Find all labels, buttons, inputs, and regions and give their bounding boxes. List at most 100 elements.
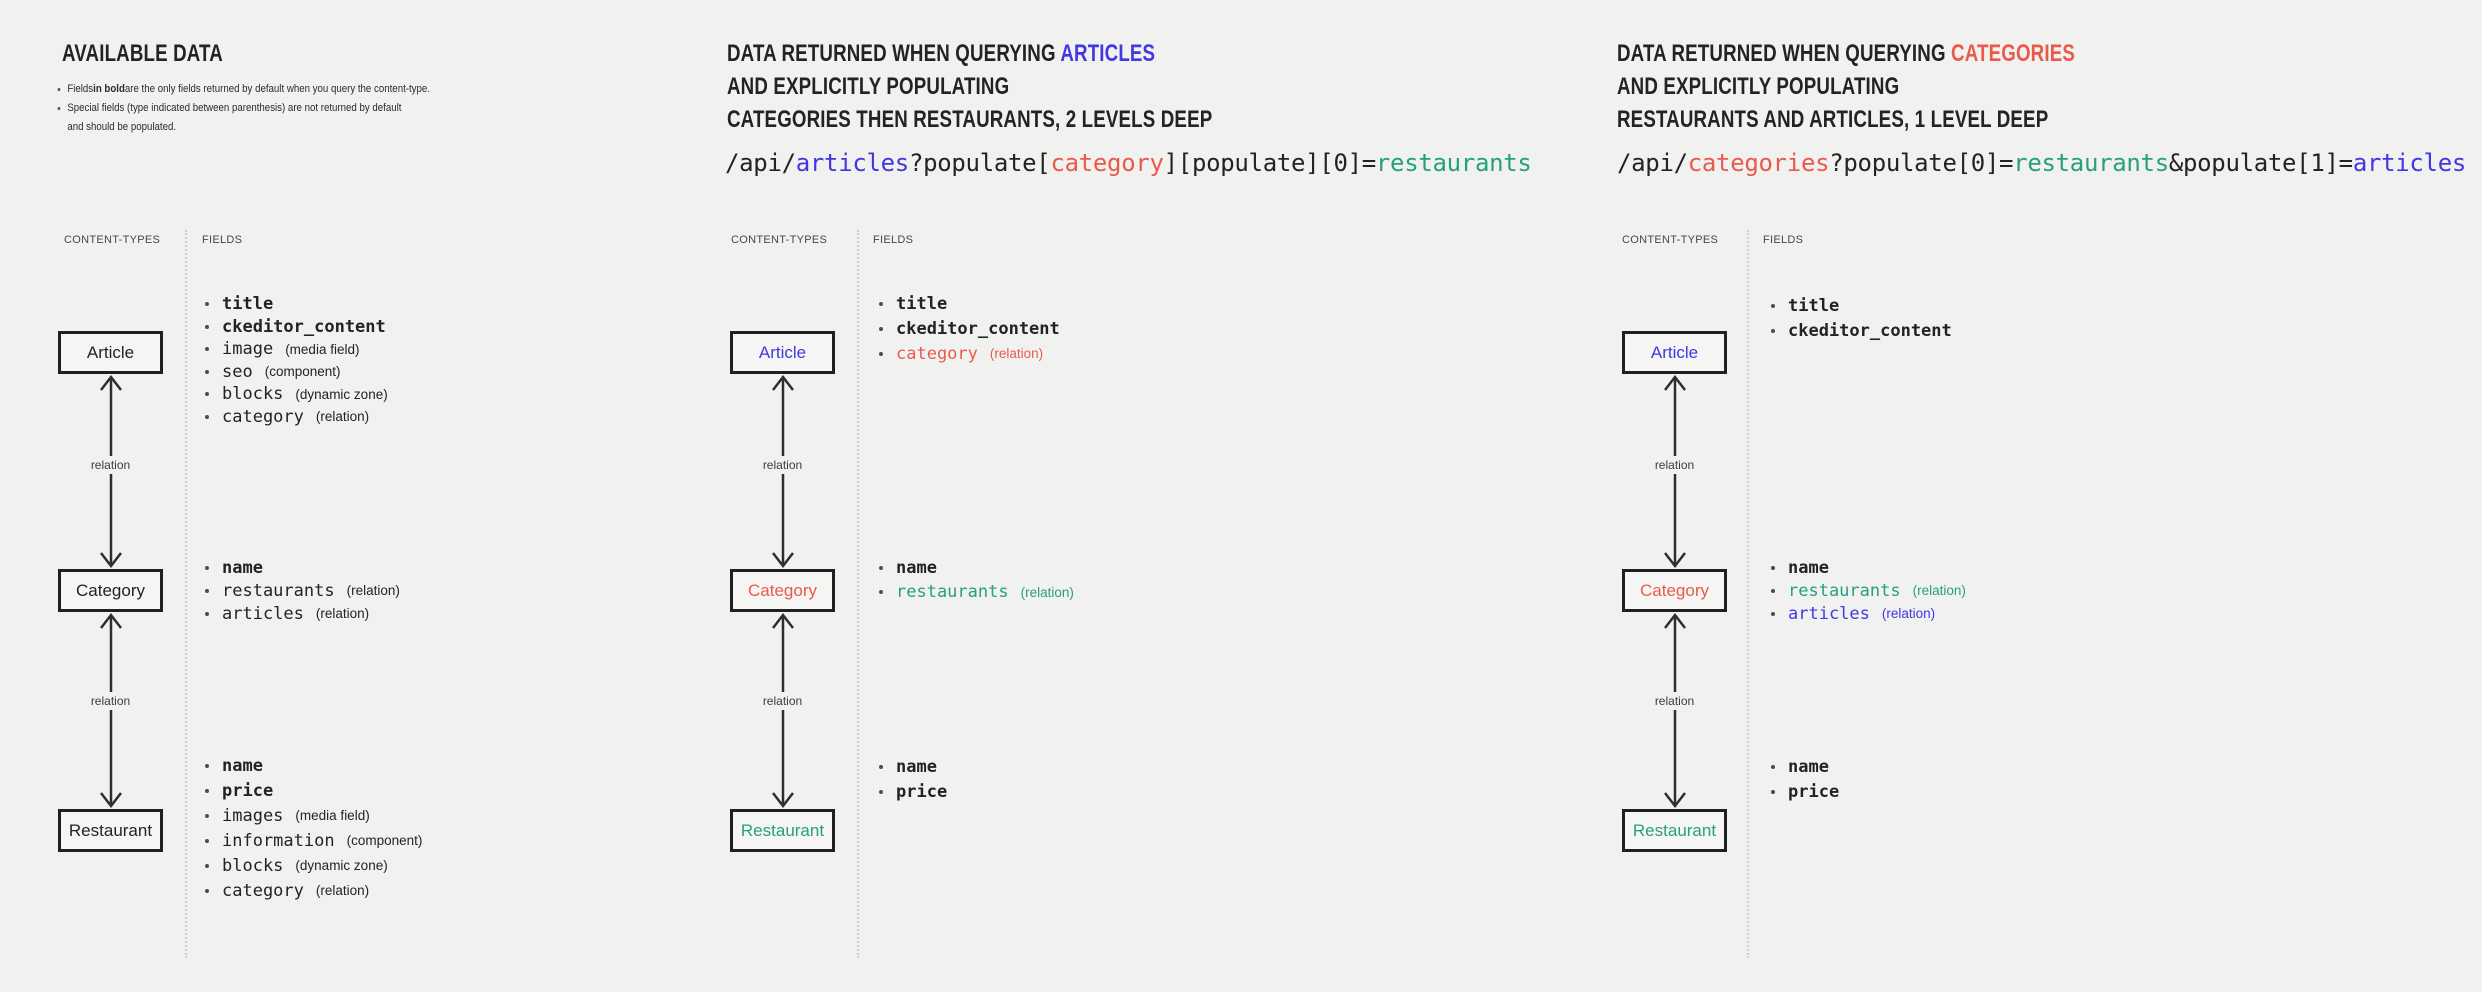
field-name: title [896, 293, 948, 314]
field-name: title [1788, 295, 1840, 316]
panel-title-line: RESTAURANTS AND ARTICLES, 1 LEVEL DEEP [1617, 103, 2075, 136]
api-url-segment: categories [1687, 149, 1830, 177]
field-name: images [222, 805, 284, 826]
relation-edge-label: relation [750, 692, 815, 710]
content-type-label: Article [758, 342, 807, 362]
field-name: name [1788, 756, 1829, 777]
bullet-icon [205, 838, 209, 843]
bullet-icon [1771, 328, 1775, 333]
field-name: price [1788, 781, 1840, 802]
bullet-icon [205, 369, 209, 374]
bullet-icon [1771, 611, 1775, 616]
field-item: name [205, 556, 400, 579]
content-type-label: Article [86, 342, 135, 362]
note-text: Special fields (type indicated between p… [67, 102, 402, 114]
relation-edge-label: relation [1642, 456, 1707, 474]
content-type-box-category: Category [1622, 569, 1727, 612]
note-text: are the only fields returned by default … [124, 83, 430, 95]
relation-arrow [99, 374, 122, 569]
field-item: restaurants(relation) [879, 580, 1074, 604]
field-item: articles(relation) [205, 602, 400, 625]
bullet-icon [1771, 764, 1775, 769]
panel-title-line: DATA RETURNED WHEN QUERYING ARTICLES [727, 37, 1212, 70]
panel-title-line: AND EXPLICITLY POPULATING [1617, 70, 2075, 103]
field-type: (relation) [1912, 583, 1966, 598]
content-types-header: CONTENT-TYPES [1622, 234, 1719, 246]
relation-arrow [771, 374, 794, 569]
fields-header: FIELDS [1763, 234, 1804, 246]
field-type: (media field) [295, 808, 370, 823]
field-item: name [879, 754, 947, 779]
field-type: (relation) [315, 606, 370, 621]
field-name: information [222, 830, 335, 851]
column-divider [857, 230, 859, 958]
field-item: category(relation) [205, 406, 388, 429]
field-item: ckeditor_content [1771, 318, 1952, 343]
field-item: image (media field) [205, 338, 388, 361]
relation-edge-label: relation [750, 456, 815, 474]
api-url-segment: articles [795, 149, 910, 177]
relation-edge-label: relation [1642, 692, 1707, 710]
field-type: (relation) [315, 883, 370, 898]
bullet-icon [205, 888, 209, 893]
field-item: name [1771, 754, 1839, 779]
field-name: ckeditor_content [222, 316, 386, 337]
bullet-icon [879, 764, 883, 769]
bullet-icon [205, 565, 209, 570]
field-item: category(relation) [879, 341, 1060, 366]
title-segment: AND EXPLICITLY POPULATING [1617, 73, 1900, 100]
bullet-icon [57, 107, 61, 110]
field-name: restaurants [1788, 580, 1901, 601]
bullet-icon [879, 301, 883, 306]
field-type: (media field) [285, 341, 360, 357]
bullet-icon [879, 351, 883, 356]
bullet-icon [1771, 789, 1775, 794]
field-name: ckeditor_content [1788, 320, 1952, 341]
title-segment: DATA RETURNED WHEN QUERYING [1617, 40, 1952, 67]
content-type-label: Category [76, 580, 145, 600]
bullet-icon [205, 763, 209, 768]
bullet-icon [1771, 303, 1775, 308]
api-url-segment: restaurants [2013, 149, 2169, 177]
api-url-segment: ?populate[ [908, 149, 1051, 177]
field-name: image [222, 339, 274, 360]
bullet-icon [205, 611, 209, 616]
api-url-segment: ][populate][0]= [1163, 149, 1377, 177]
field-item: blocks(dynamic zone) [205, 383, 388, 406]
bullet-icon [1771, 565, 1775, 570]
content-type-box-article: Article [1622, 331, 1727, 374]
field-type: (dynamic zone) [295, 386, 388, 402]
relation-arrow [1663, 612, 1686, 809]
field-item: category(relation) [205, 878, 422, 903]
field-name: price [896, 781, 948, 802]
fields-header: FIELDS [202, 234, 243, 246]
field-item: information(component) [205, 828, 422, 853]
note-line: and should be populated. [55, 120, 430, 139]
title-segment: AVAILABLE DATA [62, 40, 223, 67]
content-type-box-restaurant: Restaurant [730, 809, 835, 852]
bullet-icon [205, 863, 209, 868]
field-type: (dynamic zone) [295, 858, 388, 873]
field-item: blocks(dynamic zone) [205, 853, 422, 878]
content-type-label: Article [1650, 342, 1699, 362]
field-item: articles(relation) [1771, 602, 1966, 625]
field-name: price [222, 780, 274, 801]
content-type-label: Category [748, 580, 817, 600]
bullet-icon [879, 326, 883, 331]
bullet-icon [205, 588, 209, 593]
content-type-label: Category [1640, 580, 1709, 600]
content-type-label: Restaurant [740, 820, 825, 840]
field-type: (component) [264, 364, 341, 380]
field-item: restaurants(relation) [205, 579, 400, 602]
field-item: price [205, 778, 422, 803]
content-type-label: Restaurant [1632, 820, 1717, 840]
note-text: and should be populated. [67, 121, 177, 133]
panel-title-line: AND EXPLICITLY POPULATING [727, 70, 1212, 103]
